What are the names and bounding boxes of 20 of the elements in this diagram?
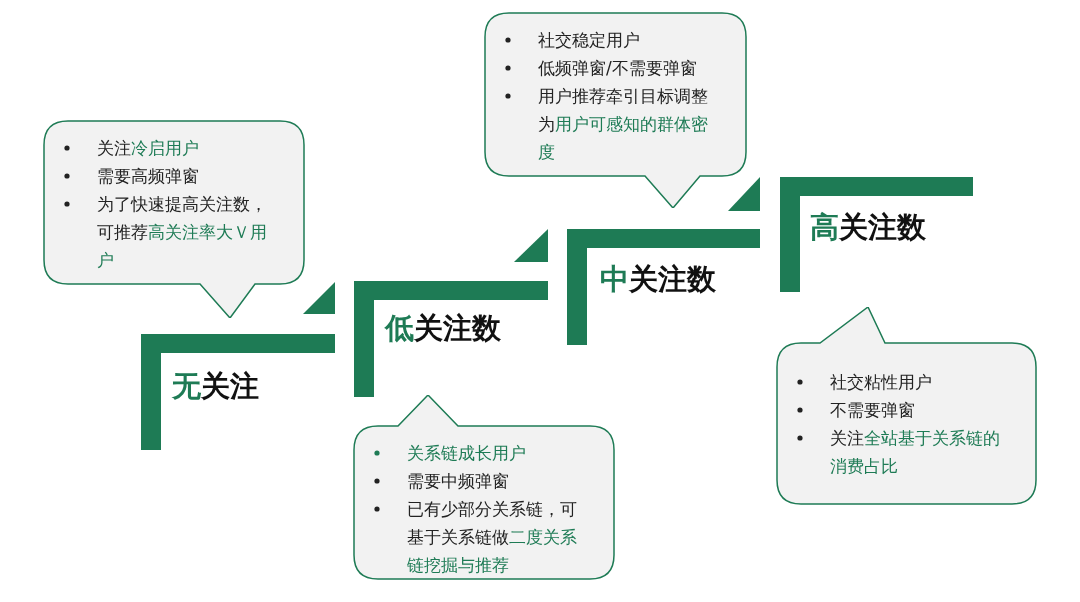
bullet-text: 关注冷启用户 xyxy=(97,137,200,160)
step-title: 低关注数 xyxy=(385,310,501,347)
bullet-text: 需要高频弹窗 xyxy=(97,165,200,188)
speech-bubble xyxy=(353,395,615,580)
speech-bubble xyxy=(776,307,1037,505)
speech-bubble xyxy=(43,120,305,318)
bullet-text: 需要中频弹窗 xyxy=(407,470,510,493)
bullet-text: 已有少部分关系链，可基于关系链做二度关系链挖掘与推荐 xyxy=(407,498,578,577)
speech-bubble xyxy=(484,12,747,208)
step-title: 无关注 xyxy=(172,368,259,405)
bullet-text: 用户推荐牵引目标调整为用户可感知的群体密度 xyxy=(538,85,709,164)
bullet-text: 不需要弹窗 xyxy=(830,399,916,422)
bullet-text: 低频弹窗/不需要弹窗 xyxy=(538,57,698,80)
step-title: 中关注数 xyxy=(600,261,716,298)
bullet-text: 社交稳定用户 xyxy=(538,29,641,52)
bullet-text: 关注全站基于关系链的消费占比 xyxy=(830,427,1001,478)
bullet-text: 社交粘性用户 xyxy=(830,371,933,394)
bullet-text: 为了快速提高关注数，可推荐高关注率大Ｖ用户 xyxy=(97,193,268,272)
step-title: 高关注数 xyxy=(810,209,926,246)
bullet-text: 关系链成长用户 xyxy=(407,442,527,465)
